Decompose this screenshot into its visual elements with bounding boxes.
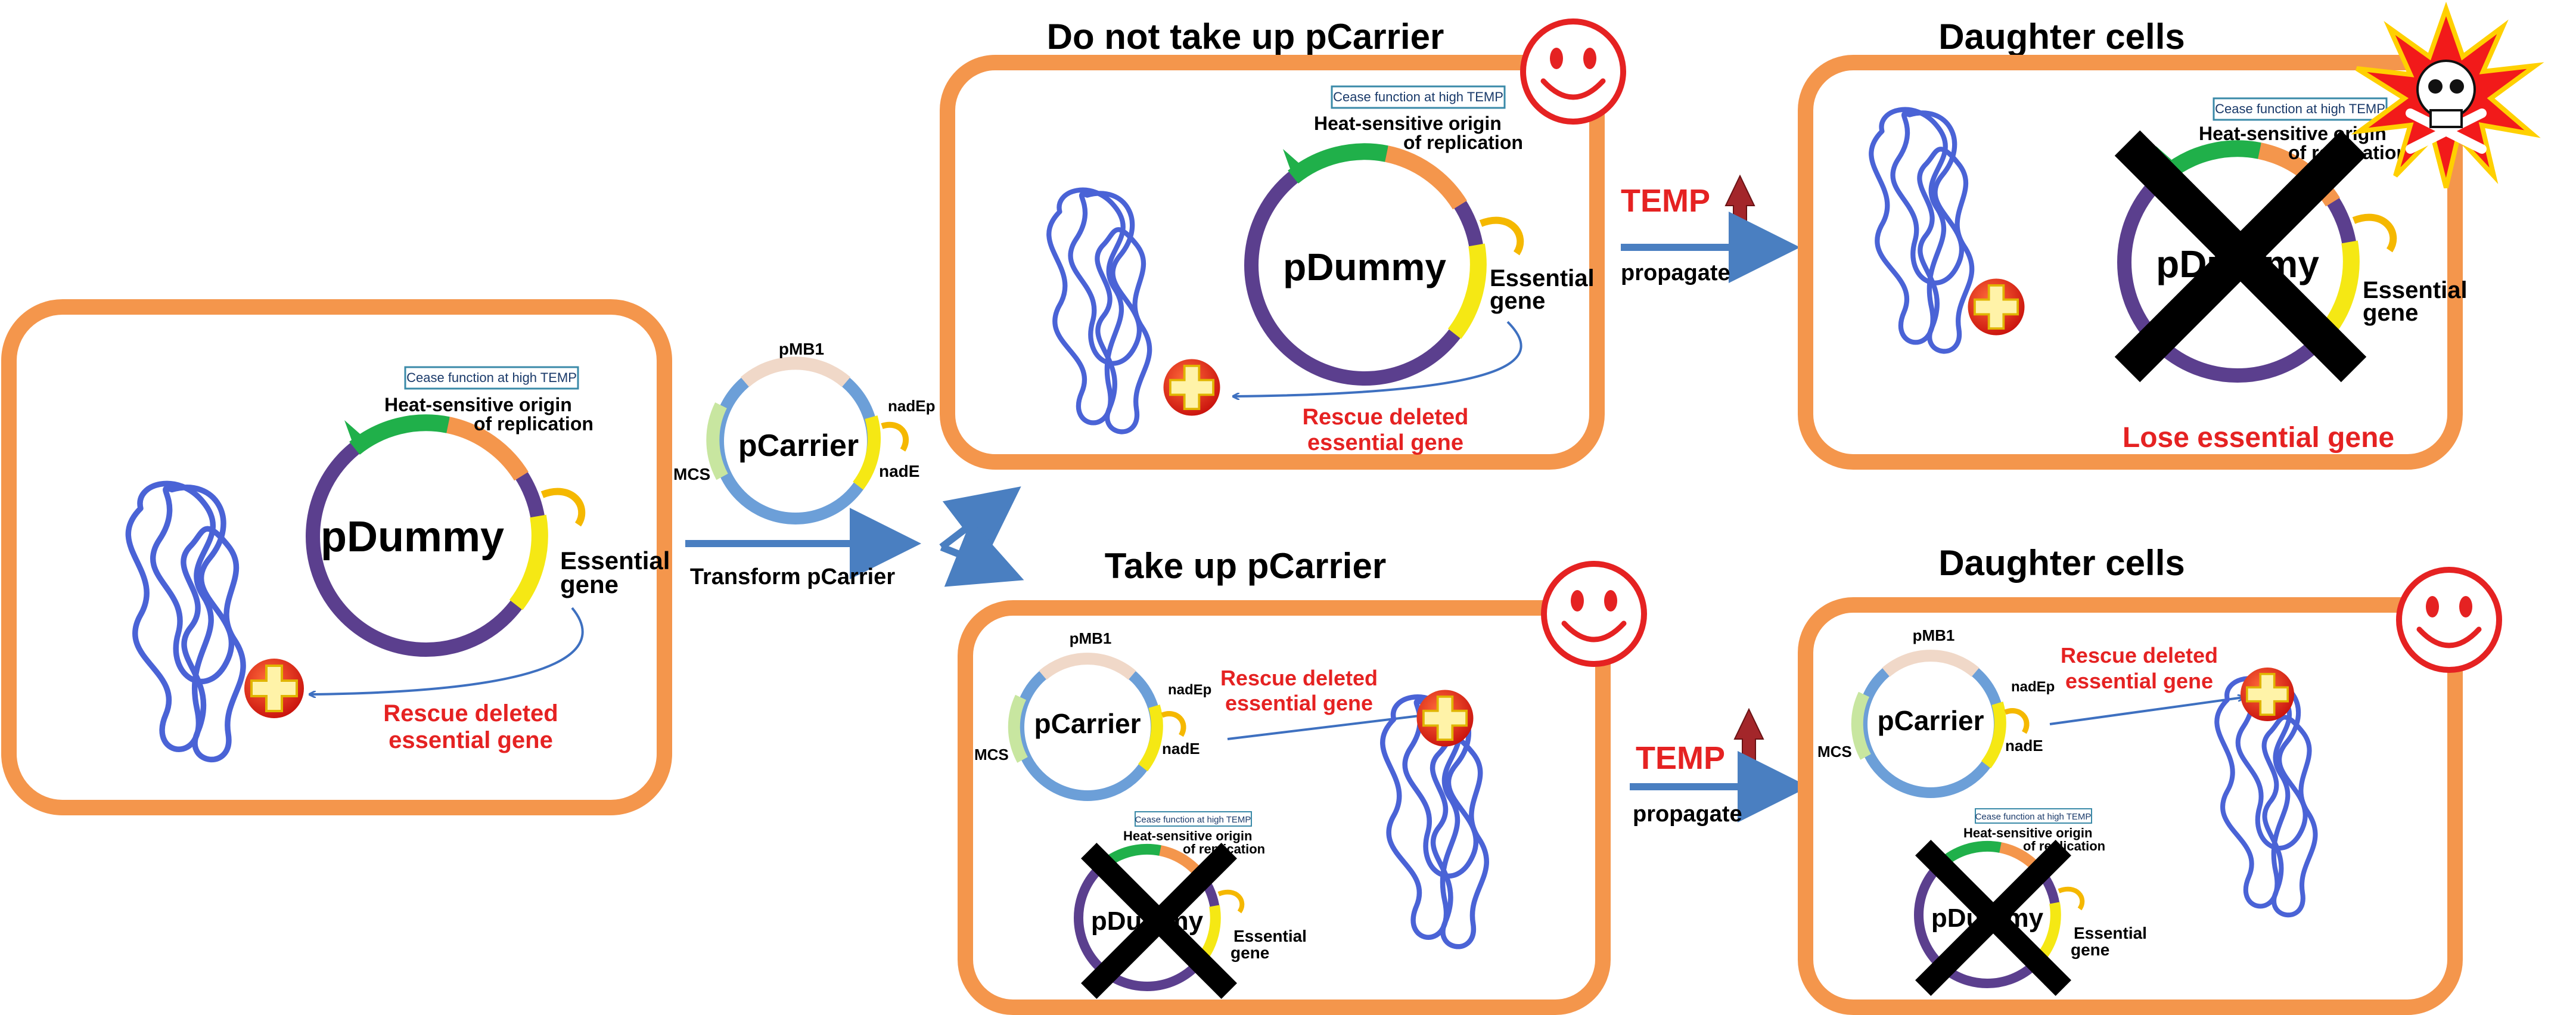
branch-arrow-down [940,520,1024,587]
cell-box-initial [1,299,672,815]
pdummy-note: Cease function at high TEMP [406,370,577,385]
branch-arrow-up [939,486,1021,558]
pdummy-gene-line1: Essential [1233,927,1307,945]
plasmid-pdummy-initial: pDummy Cease function at high TEMP Heat-… [306,366,670,657]
rescue-line1: Rescue deleted [2061,643,2218,668]
rescue-line2: essential gene [1307,430,1463,455]
pdummy-gene-line1: Essential [2363,277,2468,303]
pcarrier-pmb1: pMB1 [1913,626,1955,644]
temperature-up-arrow-icon [1725,175,1755,242]
pdummy-origin-line2: of replication [474,413,593,434]
plasmid-pcarrier-uptake: pCarrier pMB1 nadEp nadE MCS [974,629,1211,801]
pcarrier-name: pCarrier [1878,705,1984,736]
plasmid-pcarrier-transform: pCarrier pMB1 nadEp nadE MCS [673,340,935,524]
pdummy-gene-line1: Essential [1490,265,1595,291]
temp-label: TEMP [1636,740,1725,776]
pdummy-origin-line2: of replication [1403,132,1523,153]
pdummy-note: Cease function at high TEMP [1333,89,1503,104]
pdummy-gene-line2: gene [560,570,619,598]
pcarrier-nadep: nadEp [888,397,935,415]
heading-daughter-bottom: Daughter cells [1938,543,2185,583]
pcarrier-pmb1: pMB1 [1070,629,1112,647]
pdummy-gene-line1: Essential [560,547,670,575]
rescue-line2: essential gene [389,727,553,753]
rescue-arrow [1233,321,1522,396]
skull-crossbones-icon [2351,1,2544,189]
plasmid-pdummy-no-uptake: pDummy Cease function at high TEMP Heat-… [1244,85,1595,386]
pdummy-note: Cease function at high TEMP [1135,815,1251,825]
rescue-line1: Rescue deleted [383,700,558,727]
pcarrier-mcs: MCS [673,465,710,483]
heading-no-uptake: Do not take up pCarrier [1047,17,1444,57]
rescue-line1: Rescue deleted [1303,405,1469,430]
lesion-marker-icon [1966,277,2026,337]
smiley-icon [2399,570,2499,670]
smiley-icon [1544,564,1644,664]
rescue-line1: Rescue deleted [1220,666,1378,690]
heading-daughter-top: Daughter cells [1938,17,2185,57]
pdummy-note: Cease function at high TEMP [2215,101,2385,116]
rescue-arrow [310,607,584,694]
plasmid-pcarrier-daughter: pCarrier pMB1 nadEp nadE MCS [1817,626,2055,798]
propagate-label: propagate [1633,802,1742,827]
pdummy-origin-line1: Heat-sensitive origin [384,394,572,415]
heading-uptake: Take up pCarrier [1105,546,1386,586]
lose-gene-label: Lose essential gene [2123,422,2394,454]
smiley-icon [1523,21,1623,122]
pcarrier-nadep: nadEp [2011,679,2055,695]
pdummy-name: pDummy [321,513,504,561]
pdummy-origin-line1: Heat-sensitive origin [1314,113,1502,134]
lesion-marker-icon [1415,688,1475,748]
rescue-arrow [2049,697,2243,725]
pcarrier-nade: nadE [1162,740,1200,758]
pdummy-gene-line2: gene [2363,300,2418,326]
pcarrier-nade: nadE [879,462,919,480]
lesion-marker-icon [243,657,305,719]
pcarrier-nadep: nadEp [1168,682,1211,698]
pdummy-gene-line2: gene [2071,940,2109,959]
pdummy-origin-line1: Heat-sensitive origin [1963,825,2092,840]
pdummy-gene-line2: gene [1230,943,1269,962]
rescue-line2: essential gene [2065,669,2213,693]
lesion-marker-icon [2239,666,2295,722]
temperature-up-arrow-icon [1734,709,1764,775]
pcarrier-name: pCarrier [1034,708,1141,739]
pdummy-origin-line1: Heat-sensitive origin [1123,828,1252,843]
pcarrier-nade: nadE [2005,737,2043,755]
pcarrier-pmb1: pMB1 [779,340,824,358]
pcarrier-mcs: MCS [1817,743,1852,761]
pcarrier-mcs: MCS [974,746,1009,763]
rescue-line2: essential gene [1225,691,1373,715]
pdummy-name: pDummy [1283,246,1446,288]
pdummy-gene-line2: gene [1490,288,1545,314]
pdummy-note: Cease function at high TEMP [1975,812,2092,822]
transform-label: Transform pCarrier [690,564,895,589]
pdummy-gene-line1: Essential [2074,924,2147,942]
propagate-label: propagate [1621,260,1730,285]
pcarrier-name: pCarrier [738,429,859,463]
temp-label: TEMP [1621,183,1710,219]
lesion-marker-icon [1162,358,1222,417]
